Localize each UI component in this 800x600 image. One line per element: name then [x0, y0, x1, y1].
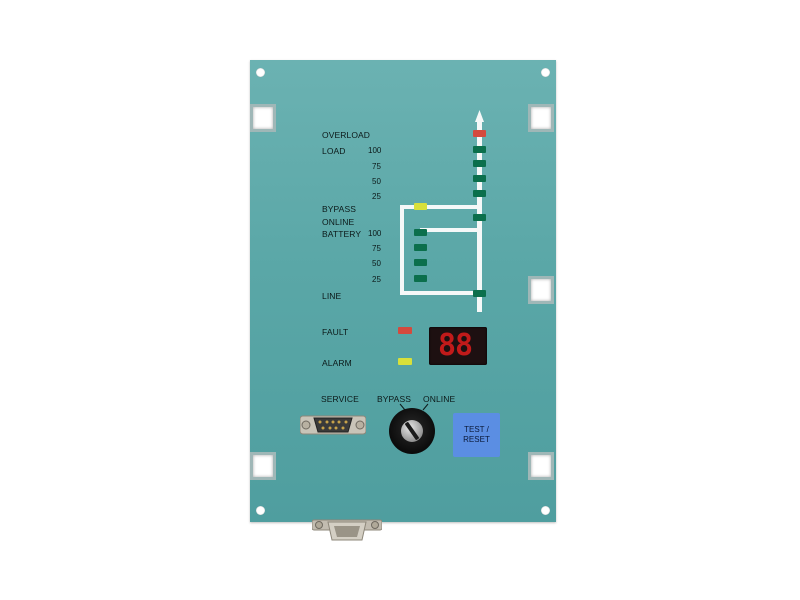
- fault-led: [398, 327, 412, 334]
- load-led-75: [473, 175, 486, 182]
- load-led-87: [473, 160, 486, 167]
- mount-clip-top-right: [528, 104, 554, 132]
- load-label: LOAD: [322, 146, 346, 156]
- alarm-label: ALARM: [322, 358, 352, 368]
- switch-online-label: ONLINE: [423, 394, 456, 404]
- battery-scale-50: 50: [372, 259, 381, 268]
- flow-line-bypass-top: [400, 205, 482, 209]
- load-scale-25: 25: [372, 192, 381, 201]
- battery-label: BATTERY: [322, 229, 362, 239]
- line-led: [473, 290, 486, 297]
- overload-led: [473, 130, 486, 137]
- mount-clip-mid-right: [528, 276, 554, 304]
- flow-line-line-bottom: [400, 291, 482, 295]
- db9-connector-icon[interactable]: [300, 413, 366, 437]
- load-scale-75: 75: [372, 162, 381, 171]
- mount-hole-top-left: [256, 68, 265, 77]
- seven-segment-display: 88: [429, 327, 487, 365]
- load-led-100: [473, 146, 486, 153]
- fault-label: FAULT: [322, 327, 349, 337]
- test-reset-button[interactable]: TEST / RESET: [453, 413, 500, 457]
- online-label: ONLINE: [322, 217, 355, 227]
- test-reset-line2: RESET: [463, 435, 490, 444]
- flow-line-battery-top: [420, 228, 482, 232]
- switch-bypass-label: BYPASS: [377, 394, 411, 404]
- flow-line-arrow-tip: [475, 110, 484, 122]
- bypass-led: [414, 203, 427, 210]
- key-switch-icon[interactable]: [389, 408, 435, 454]
- load-scale-100: 100: [368, 146, 382, 155]
- bypass-label: BYPASS: [322, 204, 356, 214]
- display-digits: 88: [438, 328, 473, 363]
- battery-scale-25: 25: [372, 275, 381, 284]
- flow-line-bypass-left: [400, 205, 404, 295]
- overload-label: OVERLOAD: [322, 130, 371, 140]
- service-label: SERVICE: [321, 394, 359, 404]
- battery-scale-75: 75: [372, 244, 381, 253]
- battery-led-25: [414, 275, 427, 282]
- mount-hole-bottom-right: [541, 506, 550, 515]
- online-led: [473, 214, 486, 221]
- mount-hole-top-right: [541, 68, 550, 77]
- battery-led-100: [414, 229, 427, 236]
- mount-clip-bottom-left: [250, 452, 276, 480]
- battery-led-50: [414, 259, 427, 266]
- db15-connector-icon: [312, 519, 382, 541]
- alarm-led: [398, 358, 412, 365]
- mount-clip-bottom-right: [528, 452, 554, 480]
- line-label: LINE: [322, 291, 342, 301]
- load-scale-50: 50: [372, 177, 381, 186]
- battery-scale-100: 100: [368, 229, 382, 238]
- load-led-50: [473, 190, 486, 197]
- battery-led-75: [414, 244, 427, 251]
- test-reset-line1: TEST /: [464, 425, 489, 434]
- mount-hole-bottom-left: [256, 506, 265, 515]
- mount-clip-top-left: [250, 104, 276, 132]
